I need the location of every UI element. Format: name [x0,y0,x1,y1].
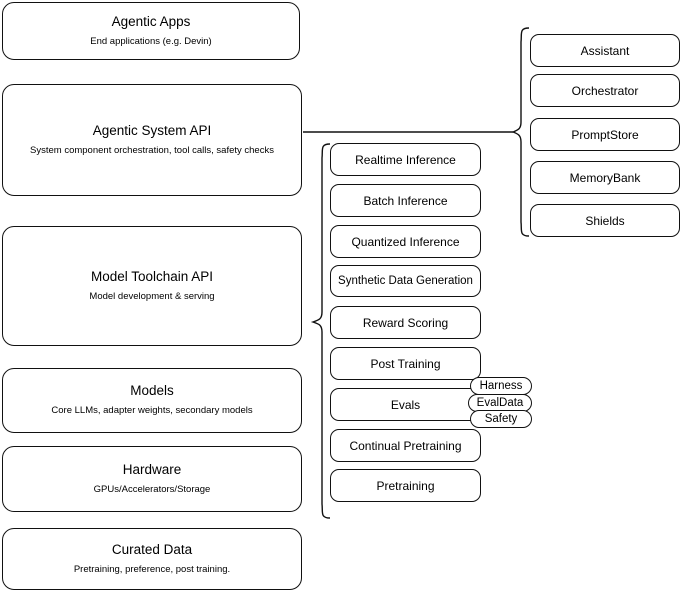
layer-agentic-apps[interactable]: Agentic Apps End applications (e.g. Devi… [2,2,300,60]
toolchain-item-reward-scoring[interactable]: Reward Scoring [330,306,481,339]
layer-curated-data[interactable]: Curated Data Pretraining, preference, po… [2,528,302,590]
layer-subtitle: Core LLMs, adapter weights, secondary mo… [51,405,253,417]
toolchain-item-pretraining[interactable]: Pretraining [330,469,481,502]
toolchain-item-post-training[interactable]: Post Training [330,347,481,380]
toolchain-item-quantized-inference[interactable]: Quantized Inference [330,225,481,258]
layer-title: Models [130,383,174,399]
system-component-assistant[interactable]: Assistant [530,34,680,67]
toolchain-item-realtime-inference[interactable]: Realtime Inference [330,143,481,176]
layer-hardware[interactable]: Hardware GPUs/Accelerators/Storage [2,446,302,512]
system-component-orchestrator[interactable]: Orchestrator [530,74,680,107]
layer-models[interactable]: Models Core LLMs, adapter weights, secon… [2,368,302,433]
system-component-shields[interactable]: Shields [530,204,680,237]
evals-tag-safety[interactable]: Safety [470,410,532,428]
layer-title: Agentic System API [92,122,212,138]
layer-subtitle: System component orchestration, tool cal… [30,144,274,156]
system-component-promptstore[interactable]: PromptStore [530,118,680,151]
layer-title: Curated Data [111,541,193,557]
layer-title: Hardware [122,461,182,477]
toolchain-item-evals[interactable]: Evals [330,388,481,421]
layer-agentic-system-api[interactable]: Agentic System API System component orch… [2,84,302,196]
toolchain-item-continual-pretraining[interactable]: Continual Pretraining [330,429,481,462]
evals-tag-harness[interactable]: Harness [470,377,532,395]
layer-subtitle: Model development & serving [89,290,215,302]
layer-subtitle: Pretraining, preference, post training. [73,563,231,575]
system-components-brace [511,27,530,237]
layer-title: Model Toolchain API [90,268,214,284]
toolchain-item-batch-inference[interactable]: Batch Inference [330,184,481,217]
toolchain-item-synthetic-data-generation[interactable]: Synthetic Data Generation [330,265,481,297]
toolchain-items-brace [310,143,331,519]
layer-model-toolchain-api[interactable]: Model Toolchain API Model development & … [2,226,302,346]
system-component-memorybank[interactable]: MemoryBank [530,161,680,194]
layer-title: Agentic Apps [111,13,191,29]
layer-subtitle: GPUs/Accelerators/Storage [93,483,211,495]
layer-subtitle: End applications (e.g. Devin) [90,35,212,47]
